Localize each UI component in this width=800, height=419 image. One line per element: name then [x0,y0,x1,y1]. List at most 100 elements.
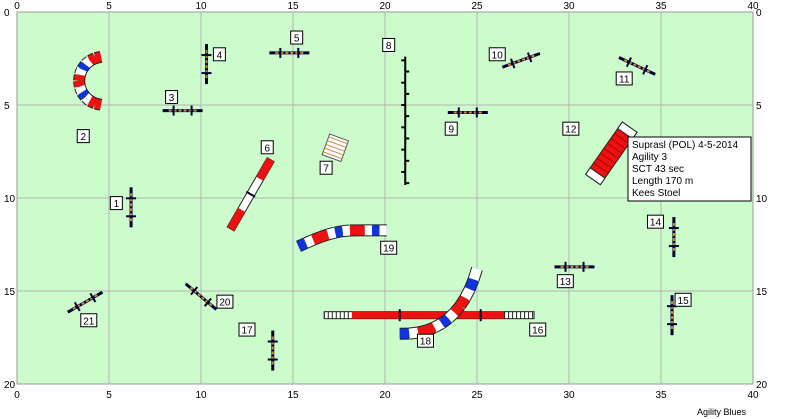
tunnel-12 [584,121,638,186]
tunnel-segment [408,327,419,339]
number-label-text: 17 [241,326,253,337]
number-label-box [165,90,179,105]
x-tick-label-top: 30 [563,1,575,12]
number-label-6: 6 [260,140,274,155]
number-label-13: 13 [556,274,574,289]
number-label-text: 8 [386,41,392,52]
x-tick-label-bottom: 30 [563,390,575,401]
tunnel-2 [73,51,103,111]
tunnel-segment [77,89,90,100]
number-label-box [319,160,333,175]
tunnel-segment [303,235,316,248]
tunnel-19 [296,224,387,252]
tunnel-segment [75,84,87,95]
jump-10 [501,52,541,69]
number-label-7: 7 [319,160,333,175]
number-label-1: 1 [109,196,123,211]
y-tick-label-right: 10 [756,194,768,205]
number-label-11: 11 [615,71,633,86]
tunnel-end [584,167,606,186]
tunnel-segment [82,93,94,105]
aframe-contact [227,207,246,231]
number-label-box [444,121,458,136]
info-length-line: Length 170 m [632,176,693,187]
tunnel-segment [87,53,98,66]
number-label-box [674,292,692,307]
number-label-text: 4 [217,50,223,61]
jump-9 [447,107,488,118]
number-label-20: 20 [216,294,234,309]
number-label-box [76,129,90,144]
number-label-text: 11 [619,74,630,85]
table-slat [328,136,348,145]
tunnel-segment [94,52,103,64]
tunnel-rib [596,157,613,169]
table-slat [325,143,345,152]
tunnel-segment [460,286,475,301]
number-label-text: 7 [323,164,329,175]
number-label-3: 3 [165,90,179,105]
tunnel-segment [74,74,85,82]
jump-upright [73,301,81,312]
course-info-box: Suprasl (POL) 4-5-2014 Agility 3 SCT 43 … [627,136,752,202]
tunnel-segment [319,229,330,242]
tunnel-segment [87,96,98,108]
tunnel-18 [399,266,483,340]
tunnel-segment [326,227,337,240]
number-label-box [488,47,506,62]
obstacles-layer [67,44,679,371]
y-tick-label-right: 5 [756,101,762,112]
number-label-box [529,322,547,337]
jump-upright [203,297,212,307]
number-label-text: 19 [383,244,395,255]
number-label-21: 21 [80,313,98,328]
tunnel-segment [432,318,445,332]
x-tick-label-bottom: 10 [195,390,207,401]
y-tick-label-left: 5 [4,101,10,112]
number-label-16: 16 [529,322,547,337]
jump-21 [67,290,104,314]
y-tick-label-left: 20 [4,380,16,391]
x-tick-label-bottom: 20 [379,390,391,401]
table-7 [321,133,350,163]
info-event-line: Suprasl (POL) 4-5-2014 [632,140,739,151]
number-label-15: 15 [674,292,692,307]
number-label-text: 15 [678,296,690,307]
number-label-box [80,313,98,328]
jump-4 [201,44,212,85]
tunnel-segment [94,98,103,110]
tunnel-segment [450,302,465,316]
x-tick-label-top: 25 [471,1,483,12]
tunnel-segment [445,308,459,323]
tunnel-segment [342,225,351,237]
y-tick-label-right: 15 [756,287,768,298]
tunnel-rib [603,147,619,159]
jump-5 [269,47,310,58]
number-label-text: 5 [294,34,300,45]
jump-17 [267,330,278,371]
number-label-text: 2 [80,132,86,143]
number-label-text: 14 [650,218,662,229]
number-label-text: 16 [532,326,544,337]
number-label-text: 18 [420,337,432,348]
jump-14 [668,217,679,258]
x-tick-label-bottom: 5 [106,390,112,401]
aframe-6 [226,156,275,232]
jump-upright [510,58,516,69]
x-tick-label-bottom: 25 [471,390,483,401]
number-label-box [290,30,304,45]
x-tick-label-top: 35 [655,1,667,12]
x-tick-label-bottom: 0 [14,390,20,401]
number-label-8: 8 [382,37,396,52]
x-tick-label-top: 40 [747,1,759,12]
number-label-box [556,274,574,289]
number-label-4: 4 [212,47,226,62]
x-tick-label-top: 15 [287,1,299,12]
jump-upright [89,292,97,303]
tunnel-segment [334,226,344,238]
number-label-text: 10 [492,50,504,61]
number-label-box [238,322,256,337]
